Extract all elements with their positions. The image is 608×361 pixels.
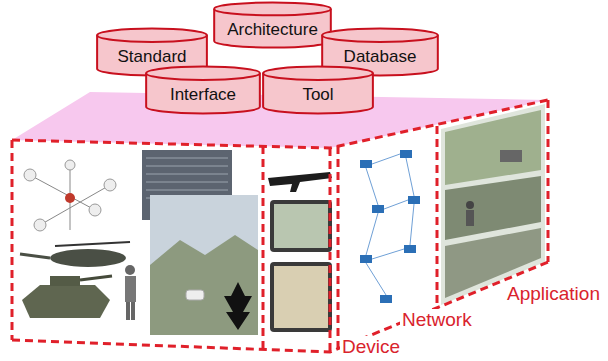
layer-label: Network bbox=[400, 309, 474, 331]
tablet bbox=[270, 262, 332, 332]
tablet-screen bbox=[274, 266, 328, 328]
network-icon bbox=[24, 160, 116, 231]
helicopter bbox=[20, 242, 130, 267]
application-panel bbox=[441, 104, 545, 305]
database-cylinder: Interface bbox=[145, 66, 261, 114]
device-icon bbox=[186, 290, 204, 300]
box-edge bbox=[12, 100, 548, 352]
tree bbox=[224, 282, 252, 330]
network-diagram bbox=[360, 150, 420, 303]
cylinder-label: Interface bbox=[170, 85, 236, 105]
layer-label: Device bbox=[340, 336, 402, 358]
cylinder-label: Database bbox=[344, 47, 417, 67]
database-cylinder: Tool bbox=[262, 66, 374, 114]
cylinder-label: Architecture bbox=[227, 20, 318, 40]
tank bbox=[22, 276, 112, 318]
table-lines bbox=[146, 158, 228, 198]
figure bbox=[466, 210, 474, 226]
landscape-hills bbox=[150, 235, 258, 335]
landscape-sky bbox=[150, 195, 258, 335]
soldier bbox=[125, 265, 136, 320]
app-photo bbox=[445, 110, 541, 185]
cylinder-label: Tool bbox=[302, 85, 333, 105]
rifle bbox=[268, 172, 332, 192]
tablet bbox=[270, 200, 332, 252]
vehicle bbox=[500, 150, 522, 162]
app-photo bbox=[445, 176, 541, 240]
figure bbox=[466, 201, 474, 209]
database-cylinder: Architecture bbox=[213, 2, 332, 48]
tablet-screen bbox=[274, 204, 328, 248]
sim-panel bbox=[16, 146, 260, 340]
cylinder-label: Standard bbox=[118, 47, 187, 67]
layer-label: Application bbox=[505, 283, 602, 305]
